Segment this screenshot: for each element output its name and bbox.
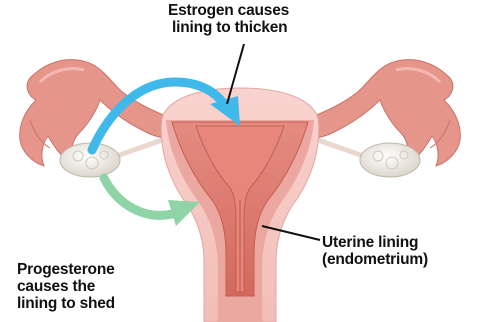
right-ovary	[360, 143, 420, 177]
progesterone-label-line-2: causes the	[17, 278, 115, 295]
estrogen-label-line-2: lining to thicken	[168, 19, 289, 36]
uterine-lining-label-line-2: (endometrium)	[322, 251, 428, 268]
progesterone-label: Progesterone causes the lining to shed	[17, 261, 115, 312]
uterine-lining-label: Uterine lining (endometrium)	[322, 234, 428, 268]
uterine-lining-label-line-1: Uterine lining	[322, 234, 428, 251]
progesterone-label-line-3: lining to shed	[17, 295, 115, 312]
progesterone-label-line-1: Progesterone	[17, 261, 115, 278]
estrogen-label-line-1: Estrogen causes	[168, 2, 289, 19]
estrogen-label: Estrogen causes lining to thicken	[168, 2, 289, 36]
